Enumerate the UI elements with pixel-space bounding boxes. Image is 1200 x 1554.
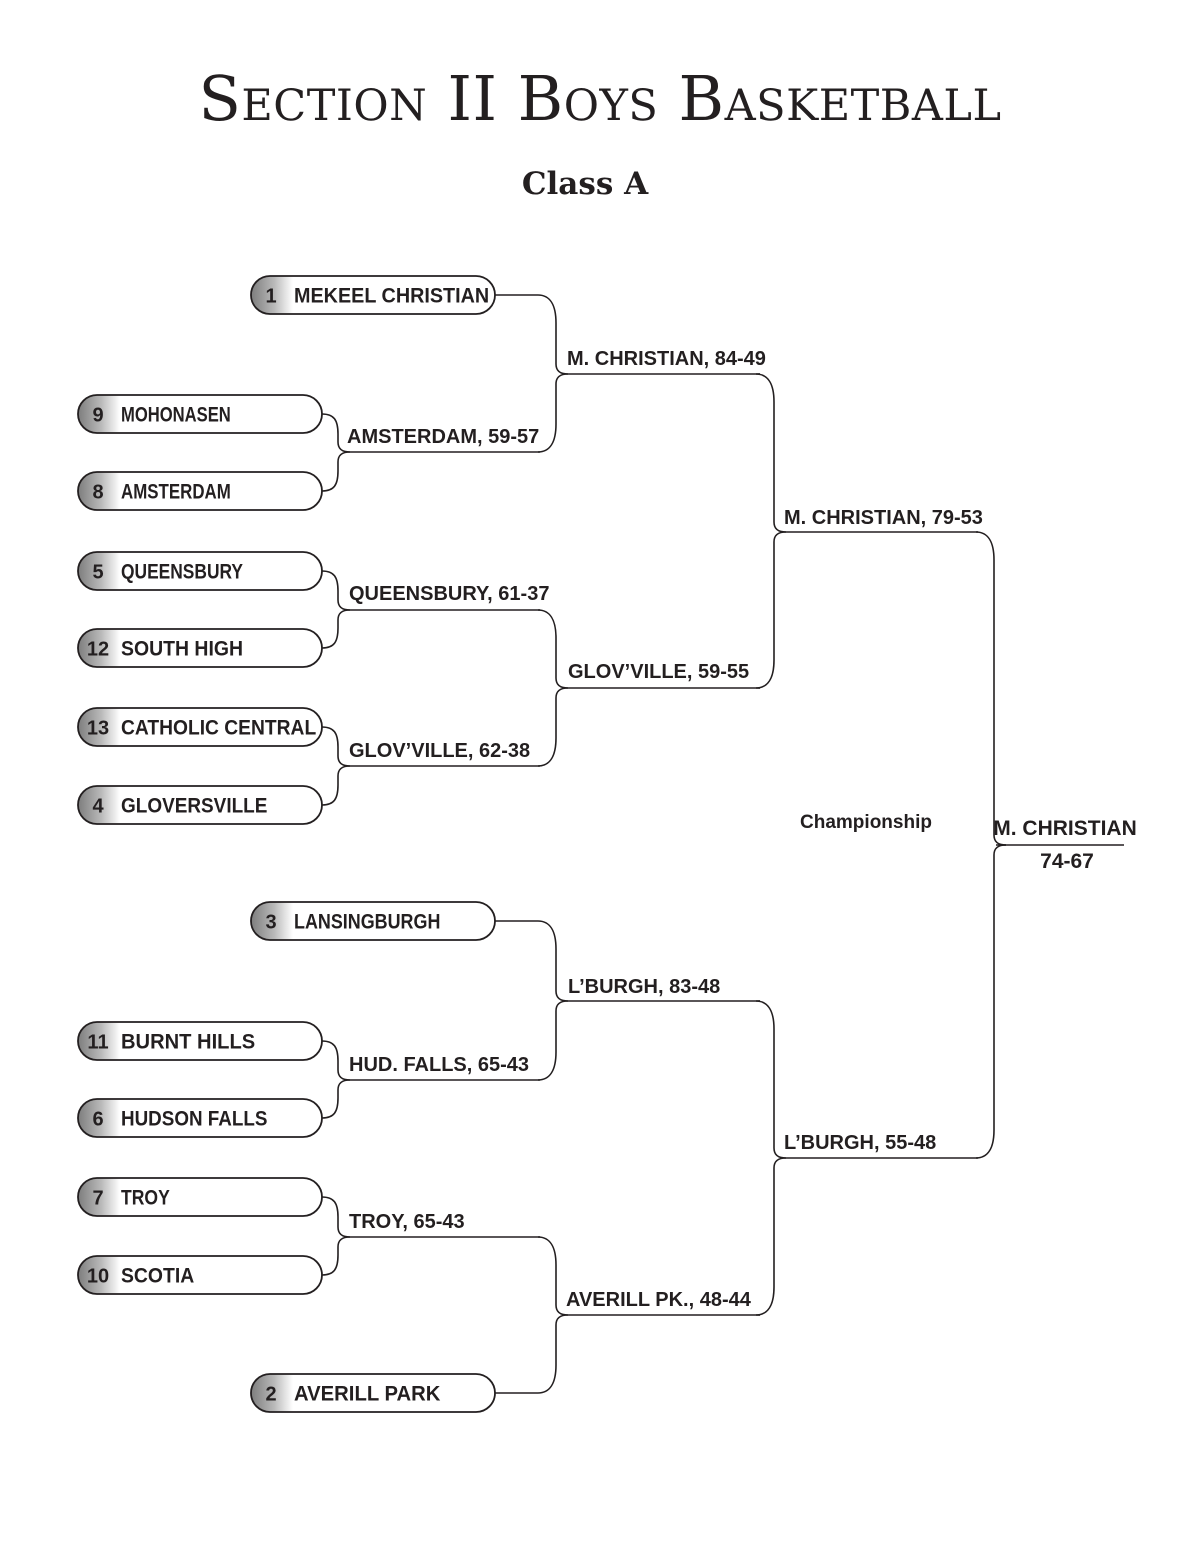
bracket-line (755, 531, 787, 689)
bracket-line (537, 687, 569, 767)
seed-number: 4 (92, 796, 104, 818)
team-name: SCOTIA (121, 1265, 194, 1288)
team-name: QUEENSBURY (121, 561, 243, 584)
seed-number: 5 (92, 562, 103, 584)
bracket-line (321, 1040, 540, 1081)
bracket-line (321, 1236, 351, 1276)
bracket-line (537, 373, 569, 453)
seed-badge (78, 1099, 120, 1137)
bracket-line (321, 1196, 540, 1238)
champion-score: 74-67 (1040, 850, 1094, 873)
bracket-class-subtitle: Class A (521, 166, 649, 202)
seed-number: 10 (87, 1266, 109, 1288)
seed-pill: 3 LANSINGBURGH (250, 901, 496, 941)
result-label-qf: L’BURGH, 83-48 (568, 976, 720, 998)
bracket-line (321, 413, 540, 453)
result-label-qf: GLOV’VILLE, 59-55 (568, 661, 749, 683)
bracket-line (495, 920, 760, 1002)
result-label-r1: TROY, 65-43 (349, 1211, 465, 1233)
seed-pill: 8 AMSTERDAM (77, 471, 323, 511)
champion-team: M. CHRISTIAN (993, 817, 1137, 840)
seed-pill: 10 SCOTIA (77, 1255, 323, 1295)
team-name: CATHOLIC CENTRAL (121, 717, 316, 740)
seed-pill: 6 HUDSON FALLS (77, 1098, 323, 1138)
team-name: AVERILL PARK (294, 1383, 440, 1406)
team-name: LANSINGBURGH (294, 911, 440, 934)
result-label-sf: L’BURGH, 55-48 (784, 1132, 936, 1154)
seed-number: 3 (265, 912, 276, 934)
team-name: SOUTH HIGH (121, 638, 243, 661)
seed-badge (78, 472, 120, 510)
bracket-title: Section II Boys Basketball (198, 62, 1002, 135)
bracket-line (321, 570, 540, 611)
seed-badge (78, 629, 120, 667)
seed-badge (251, 902, 293, 940)
seed-pill: 1 MEKEEL CHRISTIAN (250, 275, 496, 315)
team-name: BURNT HILLS (121, 1031, 255, 1054)
bracket-line (755, 373, 978, 533)
seed-badge (78, 1178, 120, 1216)
result-label-r1: HUD. FALLS, 65-43 (349, 1054, 529, 1076)
seed-pill: 11 BURNT HILLS (77, 1021, 323, 1061)
seed-number: 11 (87, 1032, 108, 1054)
bracket-line (321, 1079, 351, 1119)
seed-number: 13 (87, 718, 109, 740)
bracket-line (321, 765, 351, 806)
bracket-line (321, 609, 351, 649)
seed-number: 8 (92, 482, 103, 504)
bracket-line (537, 609, 760, 689)
seed-number: 2 (265, 1384, 276, 1406)
seed-pill: 4 GLOVERSVILLE (77, 785, 323, 825)
bracket-line (537, 1236, 760, 1316)
result-label-qf: AVERILL PK., 48-44 (566, 1289, 752, 1311)
team-name: AMSTERDAM (121, 481, 231, 504)
result-label-r1: AMSTERDAM, 59-57 (347, 426, 539, 448)
seed-entries: 1 MEKEEL CHRISTIAN 9 MOHONASEN 8 AMSTERDAM 5 QU… (77, 275, 496, 1413)
seed-badge (251, 276, 293, 314)
bracket-line (495, 294, 760, 375)
seed-number: 1 (265, 286, 276, 308)
seed-badge (78, 708, 120, 746)
seed-pill: 12 SOUTH HIGH (77, 628, 323, 668)
bracket-line (975, 844, 1007, 1159)
team-name: MEKEEL CHRISTIAN (294, 285, 489, 308)
bracket-line (755, 1157, 787, 1316)
team-name: GLOVERSVILLE (121, 795, 267, 818)
bracket-line (975, 531, 1007, 846)
seed-pill: 9 MOHONASEN (77, 394, 323, 434)
bracket-line (321, 726, 540, 767)
seed-badge (78, 1256, 120, 1294)
seed-badge (251, 1374, 293, 1412)
result-label-r1: GLOV’VILLE, 62-38 (349, 740, 530, 762)
result-label-qf: M. CHRISTIAN, 84-49 (567, 348, 766, 370)
seed-pill: 13 CATHOLIC CENTRAL (77, 707, 323, 747)
seed-badge (78, 395, 120, 433)
seed-pill: 2 AVERILL PARK (250, 1373, 496, 1413)
team-name: HUDSON FALLS (121, 1108, 267, 1131)
bracket-line (755, 1000, 978, 1159)
seed-badge (78, 1022, 120, 1060)
seed-badge (78, 786, 120, 824)
result-label-sf: M. CHRISTIAN, 79-53 (784, 507, 983, 529)
bracket-line (321, 451, 351, 492)
seed-number: 9 (92, 405, 103, 427)
championship-label: Championship (800, 812, 932, 833)
bracket-line (537, 1000, 569, 1081)
seed-number: 6 (92, 1109, 103, 1131)
seed-pill: 7 TROY (77, 1177, 323, 1217)
team-name: TROY (121, 1187, 170, 1210)
seed-number: 7 (92, 1188, 103, 1210)
result-label-r1: QUEENSBURY, 61-37 (349, 583, 549, 605)
bracket-line (495, 1314, 569, 1394)
seed-badge (78, 552, 120, 590)
team-name: MOHONASEN (121, 404, 231, 427)
seed-number: 12 (87, 639, 109, 661)
seed-pill: 5 QUEENSBURY (77, 551, 323, 591)
